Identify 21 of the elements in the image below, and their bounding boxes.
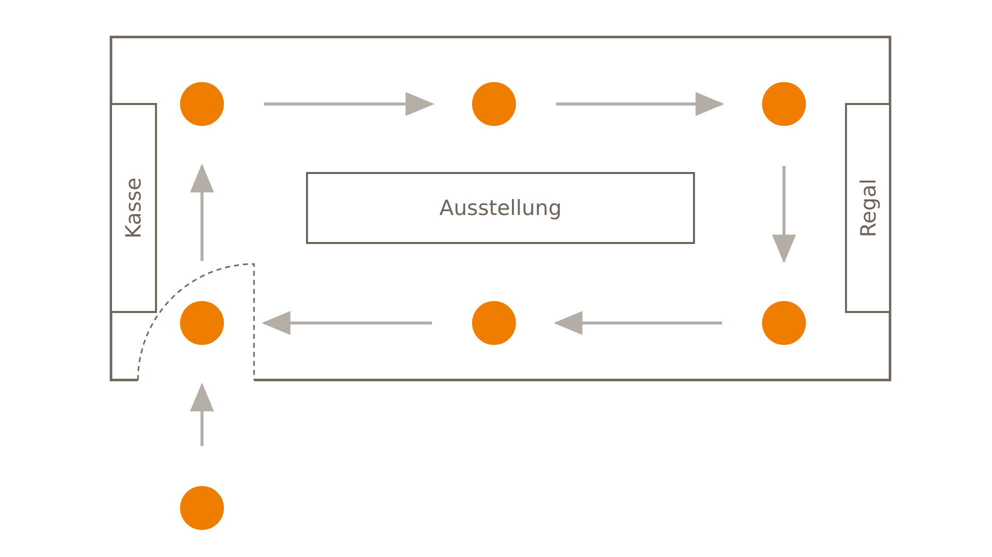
area-label: Regal xyxy=(856,178,880,238)
display-area-box xyxy=(306,172,695,244)
flow-arrow xyxy=(190,164,214,261)
shelf-box xyxy=(110,103,157,313)
station-dot xyxy=(472,82,516,126)
station-dot xyxy=(762,301,806,345)
flow-arrow xyxy=(772,166,796,264)
area-label: Kasse xyxy=(122,177,146,239)
station-dot xyxy=(180,301,224,345)
flow-arrow xyxy=(554,311,722,335)
flow-arrow xyxy=(264,92,434,116)
station-dot xyxy=(180,486,224,530)
station-dot xyxy=(472,301,516,345)
station-dot xyxy=(180,82,224,126)
station-dot xyxy=(762,82,806,126)
shelf-box xyxy=(845,103,891,313)
flow-arrow xyxy=(262,311,432,335)
flow-arrow xyxy=(190,382,214,446)
area-label: Ausstellung xyxy=(439,196,562,220)
flow-arrow xyxy=(556,92,724,116)
room-floor-plan xyxy=(110,36,891,381)
